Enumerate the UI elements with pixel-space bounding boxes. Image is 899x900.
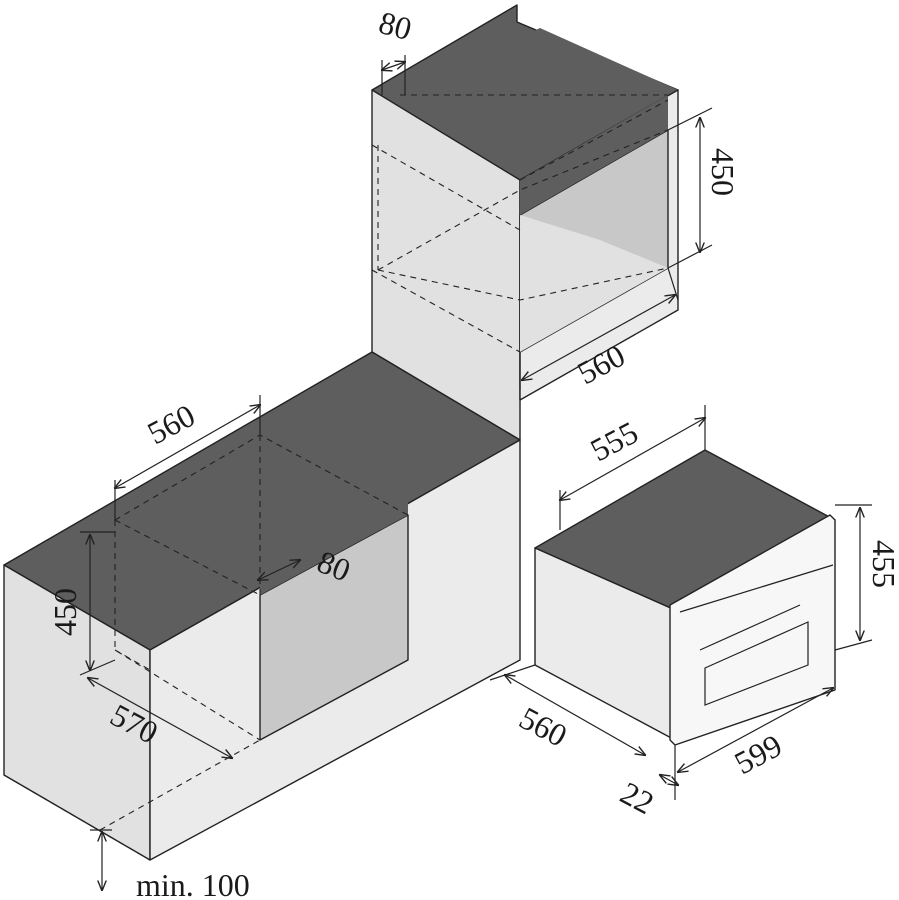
label-tall-top-offset: 80 — [375, 4, 415, 47]
label-appliance-front-depth: 22 — [615, 774, 660, 821]
label-low-niche-width: 560 — [141, 397, 200, 451]
label-appliance-depth: 560 — [514, 699, 573, 753]
label-low-niche-height: 450 — [47, 588, 83, 636]
dimension-lines — [79, 55, 873, 890]
appliance — [534, 449, 836, 746]
label-appliance-width: 555 — [584, 414, 643, 468]
tall-cabinet — [371, 4, 679, 441]
appliance-panel-line — [679, 564, 834, 613]
label-bottom-clearance: min. 100 — [136, 867, 250, 900]
label-appliance-height: 455 — [866, 540, 899, 588]
low-niche-back — [259, 514, 409, 741]
label-appliance-front-width: 599 — [728, 727, 787, 781]
label-tall-niche-height: 450 — [705, 148, 741, 196]
appliance-handle — [699, 604, 801, 651]
